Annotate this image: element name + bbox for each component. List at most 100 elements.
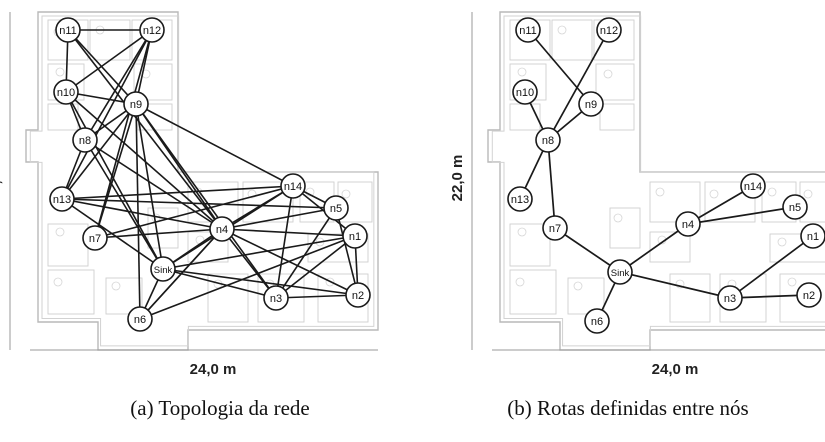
dimension-markers: 22,0 m24,0 m bbox=[449, 12, 825, 378]
furniture bbox=[675, 279, 685, 289]
node-label: n4 bbox=[216, 224, 228, 236]
node-circle bbox=[584, 308, 610, 334]
node-label: n9 bbox=[130, 99, 142, 111]
furniture bbox=[341, 189, 351, 199]
node-label: n4 bbox=[682, 219, 694, 231]
furniture bbox=[787, 277, 797, 287]
room bbox=[649, 181, 701, 223]
room bbox=[89, 19, 131, 61]
node-label: n8 bbox=[542, 135, 554, 147]
node-n6: n6 bbox=[127, 306, 153, 332]
node-circle bbox=[263, 285, 289, 311]
building-outline bbox=[25, 11, 379, 351]
link-n7-Sink bbox=[554, 227, 621, 273]
node-n1: n1 bbox=[800, 223, 825, 249]
link-n9-n6 bbox=[135, 103, 141, 320]
node-circle bbox=[535, 127, 561, 153]
link-n8-n4 bbox=[84, 139, 223, 230]
node-label: n8 bbox=[79, 135, 91, 147]
room bbox=[307, 233, 369, 263]
node-circle bbox=[740, 173, 766, 199]
links bbox=[519, 29, 814, 322]
inner-wall bbox=[29, 15, 375, 347]
node-label: n5 bbox=[789, 202, 801, 214]
furniture bbox=[55, 67, 65, 77]
node-label: n9 bbox=[585, 99, 597, 111]
node-n13: n13 bbox=[507, 186, 533, 212]
height-label: 22,0 m bbox=[0, 155, 4, 202]
furniture bbox=[777, 237, 787, 247]
node-circle bbox=[515, 17, 541, 43]
link-n4-n3 bbox=[221, 228, 277, 299]
furniture bbox=[247, 189, 257, 199]
room bbox=[105, 277, 143, 315]
link-n10-n4 bbox=[65, 91, 223, 230]
building-outline bbox=[487, 11, 825, 351]
room bbox=[595, 63, 635, 101]
room bbox=[669, 273, 711, 323]
link-n13-n14 bbox=[61, 185, 294, 200]
node-circle bbox=[49, 186, 75, 212]
node-label: n14 bbox=[284, 181, 302, 193]
node-circle bbox=[127, 306, 153, 332]
node-n5: n5 bbox=[782, 194, 808, 220]
node-circle bbox=[323, 195, 349, 221]
node-circle bbox=[800, 223, 825, 249]
node-circle bbox=[72, 127, 98, 153]
link-n9-Sink bbox=[135, 103, 164, 270]
room bbox=[147, 207, 179, 249]
caption-routes: (b) Rotas definidas entre nós bbox=[507, 396, 749, 420]
node-label: n2 bbox=[352, 290, 364, 302]
node-n12: n12 bbox=[596, 17, 622, 43]
node-n12: n12 bbox=[139, 17, 165, 43]
link-n6-n1 bbox=[139, 235, 356, 320]
node-circle bbox=[53, 79, 79, 105]
node-Sink: Sink bbox=[607, 259, 633, 285]
furniture bbox=[767, 187, 777, 197]
node-n14: n14 bbox=[280, 173, 306, 199]
room bbox=[599, 103, 635, 131]
node-n11: n11 bbox=[515, 17, 541, 43]
node-n5: n5 bbox=[323, 195, 349, 221]
link-n6-n4 bbox=[139, 228, 223, 320]
node-n7: n7 bbox=[542, 215, 568, 241]
node-circle bbox=[209, 216, 235, 242]
room bbox=[207, 273, 249, 323]
room bbox=[509, 269, 557, 315]
link-n3-n2 bbox=[275, 294, 359, 299]
node-circle bbox=[607, 259, 633, 285]
node-n10: n10 bbox=[512, 79, 538, 105]
node-label: n3 bbox=[724, 293, 736, 305]
furniture bbox=[325, 277, 335, 287]
node-label: n5 bbox=[330, 203, 342, 215]
width-label: 24,0 m bbox=[652, 361, 699, 378]
room bbox=[779, 273, 825, 323]
link-n11-n4 bbox=[67, 29, 223, 230]
node-n2: n2 bbox=[345, 282, 371, 308]
node-circle bbox=[596, 17, 622, 43]
room bbox=[47, 223, 89, 267]
node-n9: n9 bbox=[578, 91, 604, 117]
link-n1-n3 bbox=[275, 235, 356, 299]
furniture bbox=[655, 187, 665, 197]
link-n12-n10 bbox=[65, 29, 153, 93]
link-n8-Sink bbox=[84, 139, 164, 270]
room bbox=[133, 63, 173, 101]
node-n4: n4 bbox=[675, 211, 701, 237]
link-n9-n14 bbox=[135, 103, 294, 187]
node-label: n6 bbox=[134, 314, 146, 326]
link-n4-n1 bbox=[221, 228, 356, 237]
node-circle bbox=[139, 17, 165, 43]
room bbox=[509, 223, 551, 267]
link-n13-n4 bbox=[61, 198, 223, 230]
node-circle bbox=[796, 282, 822, 308]
furniture bbox=[517, 227, 527, 237]
node-circle bbox=[342, 223, 368, 249]
room bbox=[257, 273, 305, 323]
furniture bbox=[517, 67, 527, 77]
link-n5-n3 bbox=[275, 207, 337, 299]
node-n8: n8 bbox=[72, 127, 98, 153]
room bbox=[47, 103, 79, 131]
